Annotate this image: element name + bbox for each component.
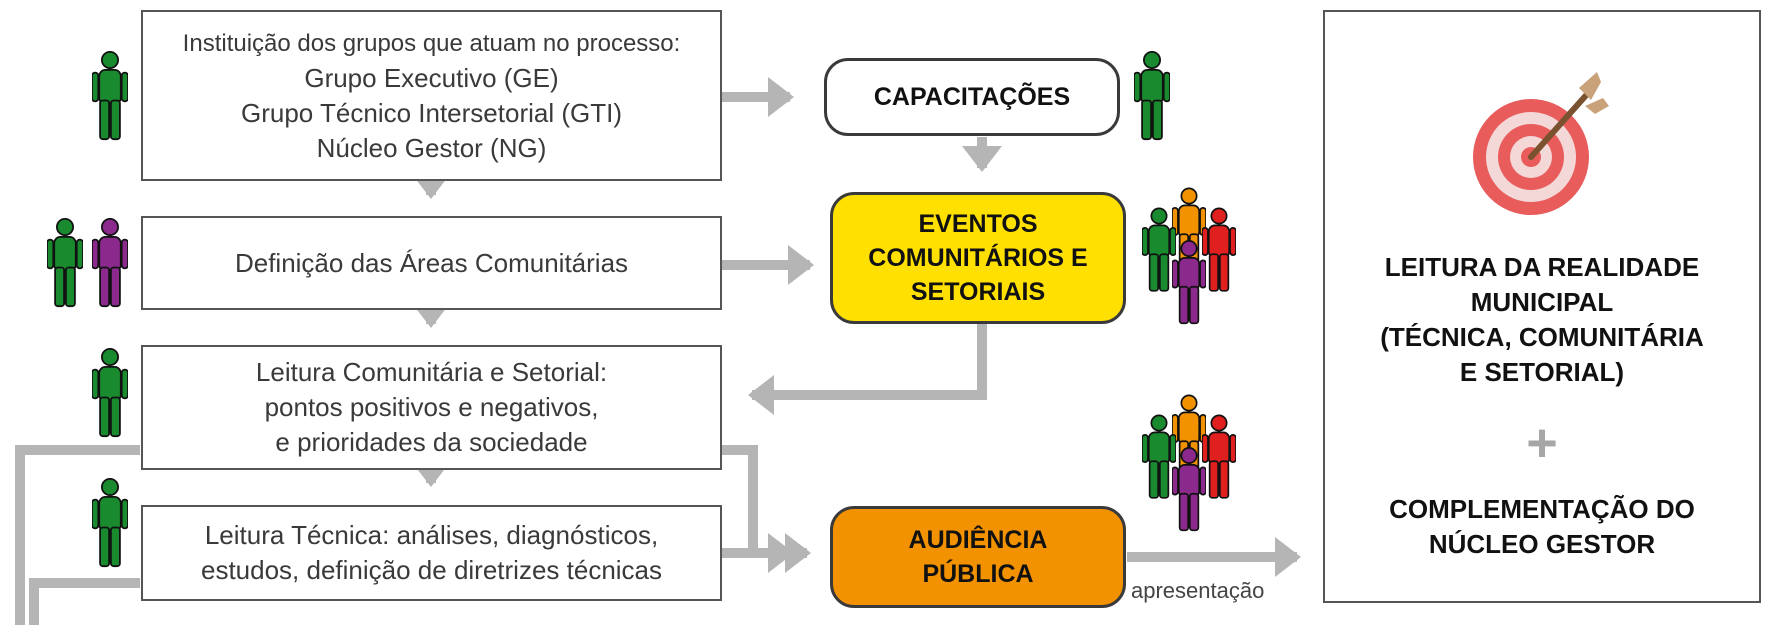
box-leitura-tecnica: Leitura Técnica: análises, diagnósticos,… [141, 505, 722, 601]
person-green-icon [1142, 414, 1176, 499]
box-leitura-comunitaria-line-2: pontos positivos e negativos, [264, 392, 599, 422]
goal-title: LEITURA DA REALIDADE MUNICIPAL (TÉCNICA,… [1325, 250, 1759, 390]
person-icon-group-1 [92, 50, 128, 141]
pill-eventos-line-3: SETORIAIS [910, 278, 1046, 306]
goal-line-2: MUNICIPAL [1470, 287, 1614, 317]
person-icon-group-3 [92, 347, 128, 438]
box-instituicao-grupos: Instituição dos grupos que atuam no proc… [141, 10, 722, 181]
box-definicao-line-1: Definição das Áreas Comunitárias [234, 247, 629, 278]
pill-eventos-line-1: EVENTOS [918, 210, 1038, 238]
person-red-icon [1202, 414, 1236, 499]
box-instituicao-line-4: Núcleo Gestor (NG) [316, 132, 547, 163]
goal-subtitle: COMPLEMENTAÇÃO DO NÚCLEO GESTOR [1325, 492, 1759, 562]
pill-capacitacoes-label: CAPACITAÇÕES [873, 83, 1071, 111]
box-leitura-comunitaria-line-1: Leitura Comunitária e Setorial: [255, 357, 608, 387]
plus-sign: + [1526, 413, 1558, 473]
person-red-icon [1202, 207, 1236, 292]
person-icon-group-2 [47, 217, 128, 308]
goal-line-5: COMPLEMENTAÇÃO DO [1389, 494, 1695, 524]
goal-box: LEITURA DA REALIDADE MUNICIPAL (TÉCNICA,… [1323, 10, 1761, 603]
pill-capacitacoes: CAPACITAÇÕES [824, 58, 1120, 136]
arrow-eventos-to-leitura [748, 323, 987, 415]
arrow-label-apresentacao: apresentação [1131, 578, 1265, 603]
person-icon-group-5 [1134, 50, 1170, 141]
box-definicao-areas: Definição das Áreas Comunitárias [141, 216, 722, 310]
box-leitura-comunitaria-line-3: e prioridades da sociedade [275, 427, 588, 457]
feedback-line-top [15, 445, 140, 625]
person-green-icon [92, 347, 128, 438]
person-icon-group-4 [92, 477, 128, 568]
goal-line-6: NÚCLEO GESTOR [1428, 529, 1656, 559]
person-green-icon [47, 217, 83, 308]
box-leitura-tecnica-line-1: Leitura Técnica: análises, diagnósticos, [204, 520, 659, 550]
person-green-icon [92, 477, 128, 568]
goal-line-1: LEITURA DA REALIDADE [1384, 252, 1700, 282]
person-purple-icon [92, 217, 128, 308]
target-with-arrow-icon [1473, 72, 1609, 215]
person-green-icon [92, 50, 128, 141]
pill-eventos: EVENTOS COMUNITÁRIOS E SETORIAIS [830, 192, 1126, 324]
box-instituicao-line-3: Grupo Técnico Intersetorial (GTI) [241, 97, 622, 128]
people-group-eventos-icon [1142, 187, 1236, 325]
person-green-icon [1142, 207, 1176, 292]
goal-line-3: (TÉCNICA, COMUNITÁRIA [1380, 322, 1704, 352]
feedback-line-bottom [29, 578, 140, 625]
pill-audiencia-line-2: PÚBLICA [922, 560, 1034, 588]
pill-audiencia-line-1: AUDIÊNCIA [908, 526, 1048, 554]
goal-line-4: E SETORIAL) [1459, 357, 1625, 387]
box-instituicao-line-1: Instituição dos grupos que atuam no proc… [182, 29, 681, 57]
person-green-icon [1134, 50, 1170, 141]
person-purple-icon [1172, 239, 1206, 325]
box-leitura-comunitaria: Leitura Comunitária e Setorial: pontos p… [141, 345, 722, 470]
pill-audiencia-publica: AUDIÊNCIA PÚBLICA [830, 506, 1126, 608]
people-group-audiencia-icon [1142, 394, 1236, 532]
person-purple-icon [1172, 446, 1206, 532]
pill-eventos-line-2: COMUNITÁRIOS E [868, 244, 1088, 272]
box-leitura-tecnica-line-2: estudos, definição de diretrizes técnica… [200, 555, 663, 585]
box-instituicao-line-2: Grupo Executivo (GE) [304, 62, 559, 93]
